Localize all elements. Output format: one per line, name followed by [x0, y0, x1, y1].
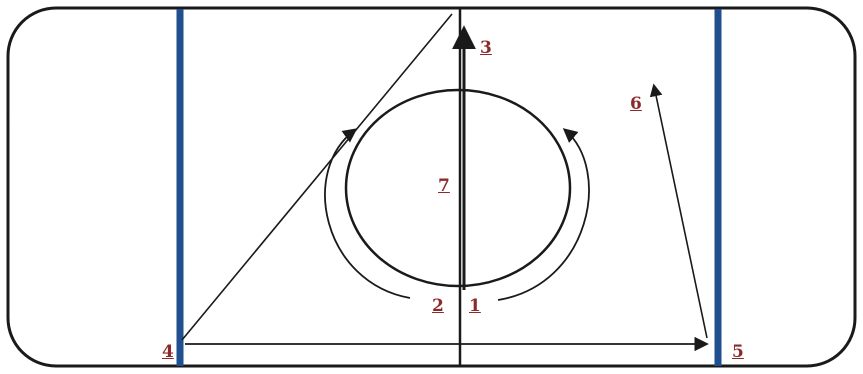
marker-4: 4	[162, 342, 174, 362]
marker-2: 2	[432, 296, 444, 316]
marker-1: 1	[469, 296, 481, 316]
path-loop-right	[497, 128, 590, 301]
path-4-diagonal	[181, 13, 453, 341]
marker-5: 5	[732, 342, 744, 362]
center-circle	[344, 88, 572, 288]
path-loop-left	[324, 128, 411, 299]
marker-6: 6	[630, 94, 642, 114]
path-5-to-6	[649, 83, 708, 339]
rink-boards	[6, 6, 857, 368]
marker-7: 7	[438, 176, 450, 196]
marker-3: 3	[480, 38, 492, 58]
